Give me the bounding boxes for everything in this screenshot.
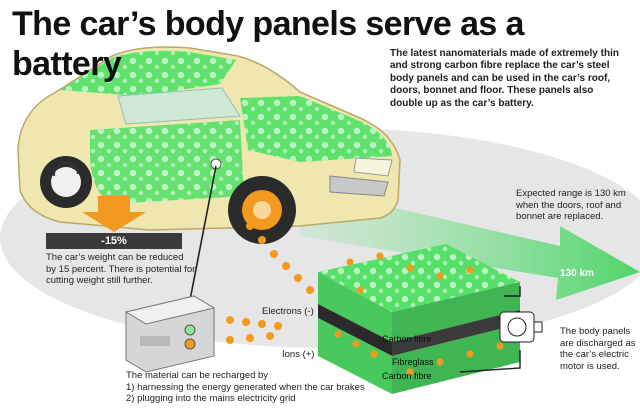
page-title: The car’s body panels serve as a battery <box>12 5 524 83</box>
range-badge: 130 km <box>560 268 594 279</box>
electrons-label: Electrons (-) <box>262 306 314 317</box>
car-headlight <box>353 157 393 177</box>
recharge-steps: 1) harnessing the energy generated when … <box>126 382 386 405</box>
motor-wire-top <box>504 286 521 297</box>
charge-particle-path <box>226 222 314 344</box>
motor-wire-bottom <box>459 350 521 373</box>
car-front-wheel <box>228 176 296 244</box>
recharge-title: The material can be recharged by <box>126 370 269 381</box>
recharge-step: 2) plugging into the mains electricity g… <box>126 393 296 404</box>
layer-label-carbon-fibre-top: Carbon fibre <box>382 334 432 344</box>
layer-label-carbon-fibre-bottom: Carbon fibre <box>382 371 432 381</box>
weight-down-arrow <box>82 196 146 232</box>
range-note: Expected range is 130 km when the doors,… <box>516 188 626 222</box>
recharge-step: 1) harnessing the energy generated when … <box>126 381 365 393</box>
recharge-section: The material can be recharged by 1) harn… <box>126 370 386 405</box>
weight-note: The car’s weight can be reduced by 15 pe… <box>46 252 196 286</box>
motor-note: The body panels are discharged as the ca… <box>560 326 636 372</box>
electric-motor <box>499 311 543 343</box>
battery-separator <box>318 304 392 356</box>
intro-text: The latest nanomaterials made of extreme… <box>390 48 619 109</box>
car-grille <box>329 175 389 197</box>
car-illustration <box>17 46 401 244</box>
battery-layer-block <box>318 244 520 394</box>
weight-reduction-badge: -15% <box>46 233 182 249</box>
layer-label-fibreglass: Fibreglass <box>392 357 434 367</box>
car-window <box>117 87 241 125</box>
ions-label: Ions (+) <box>282 349 315 360</box>
car-rear-wheel <box>40 156 92 208</box>
charger-box <box>124 295 216 373</box>
